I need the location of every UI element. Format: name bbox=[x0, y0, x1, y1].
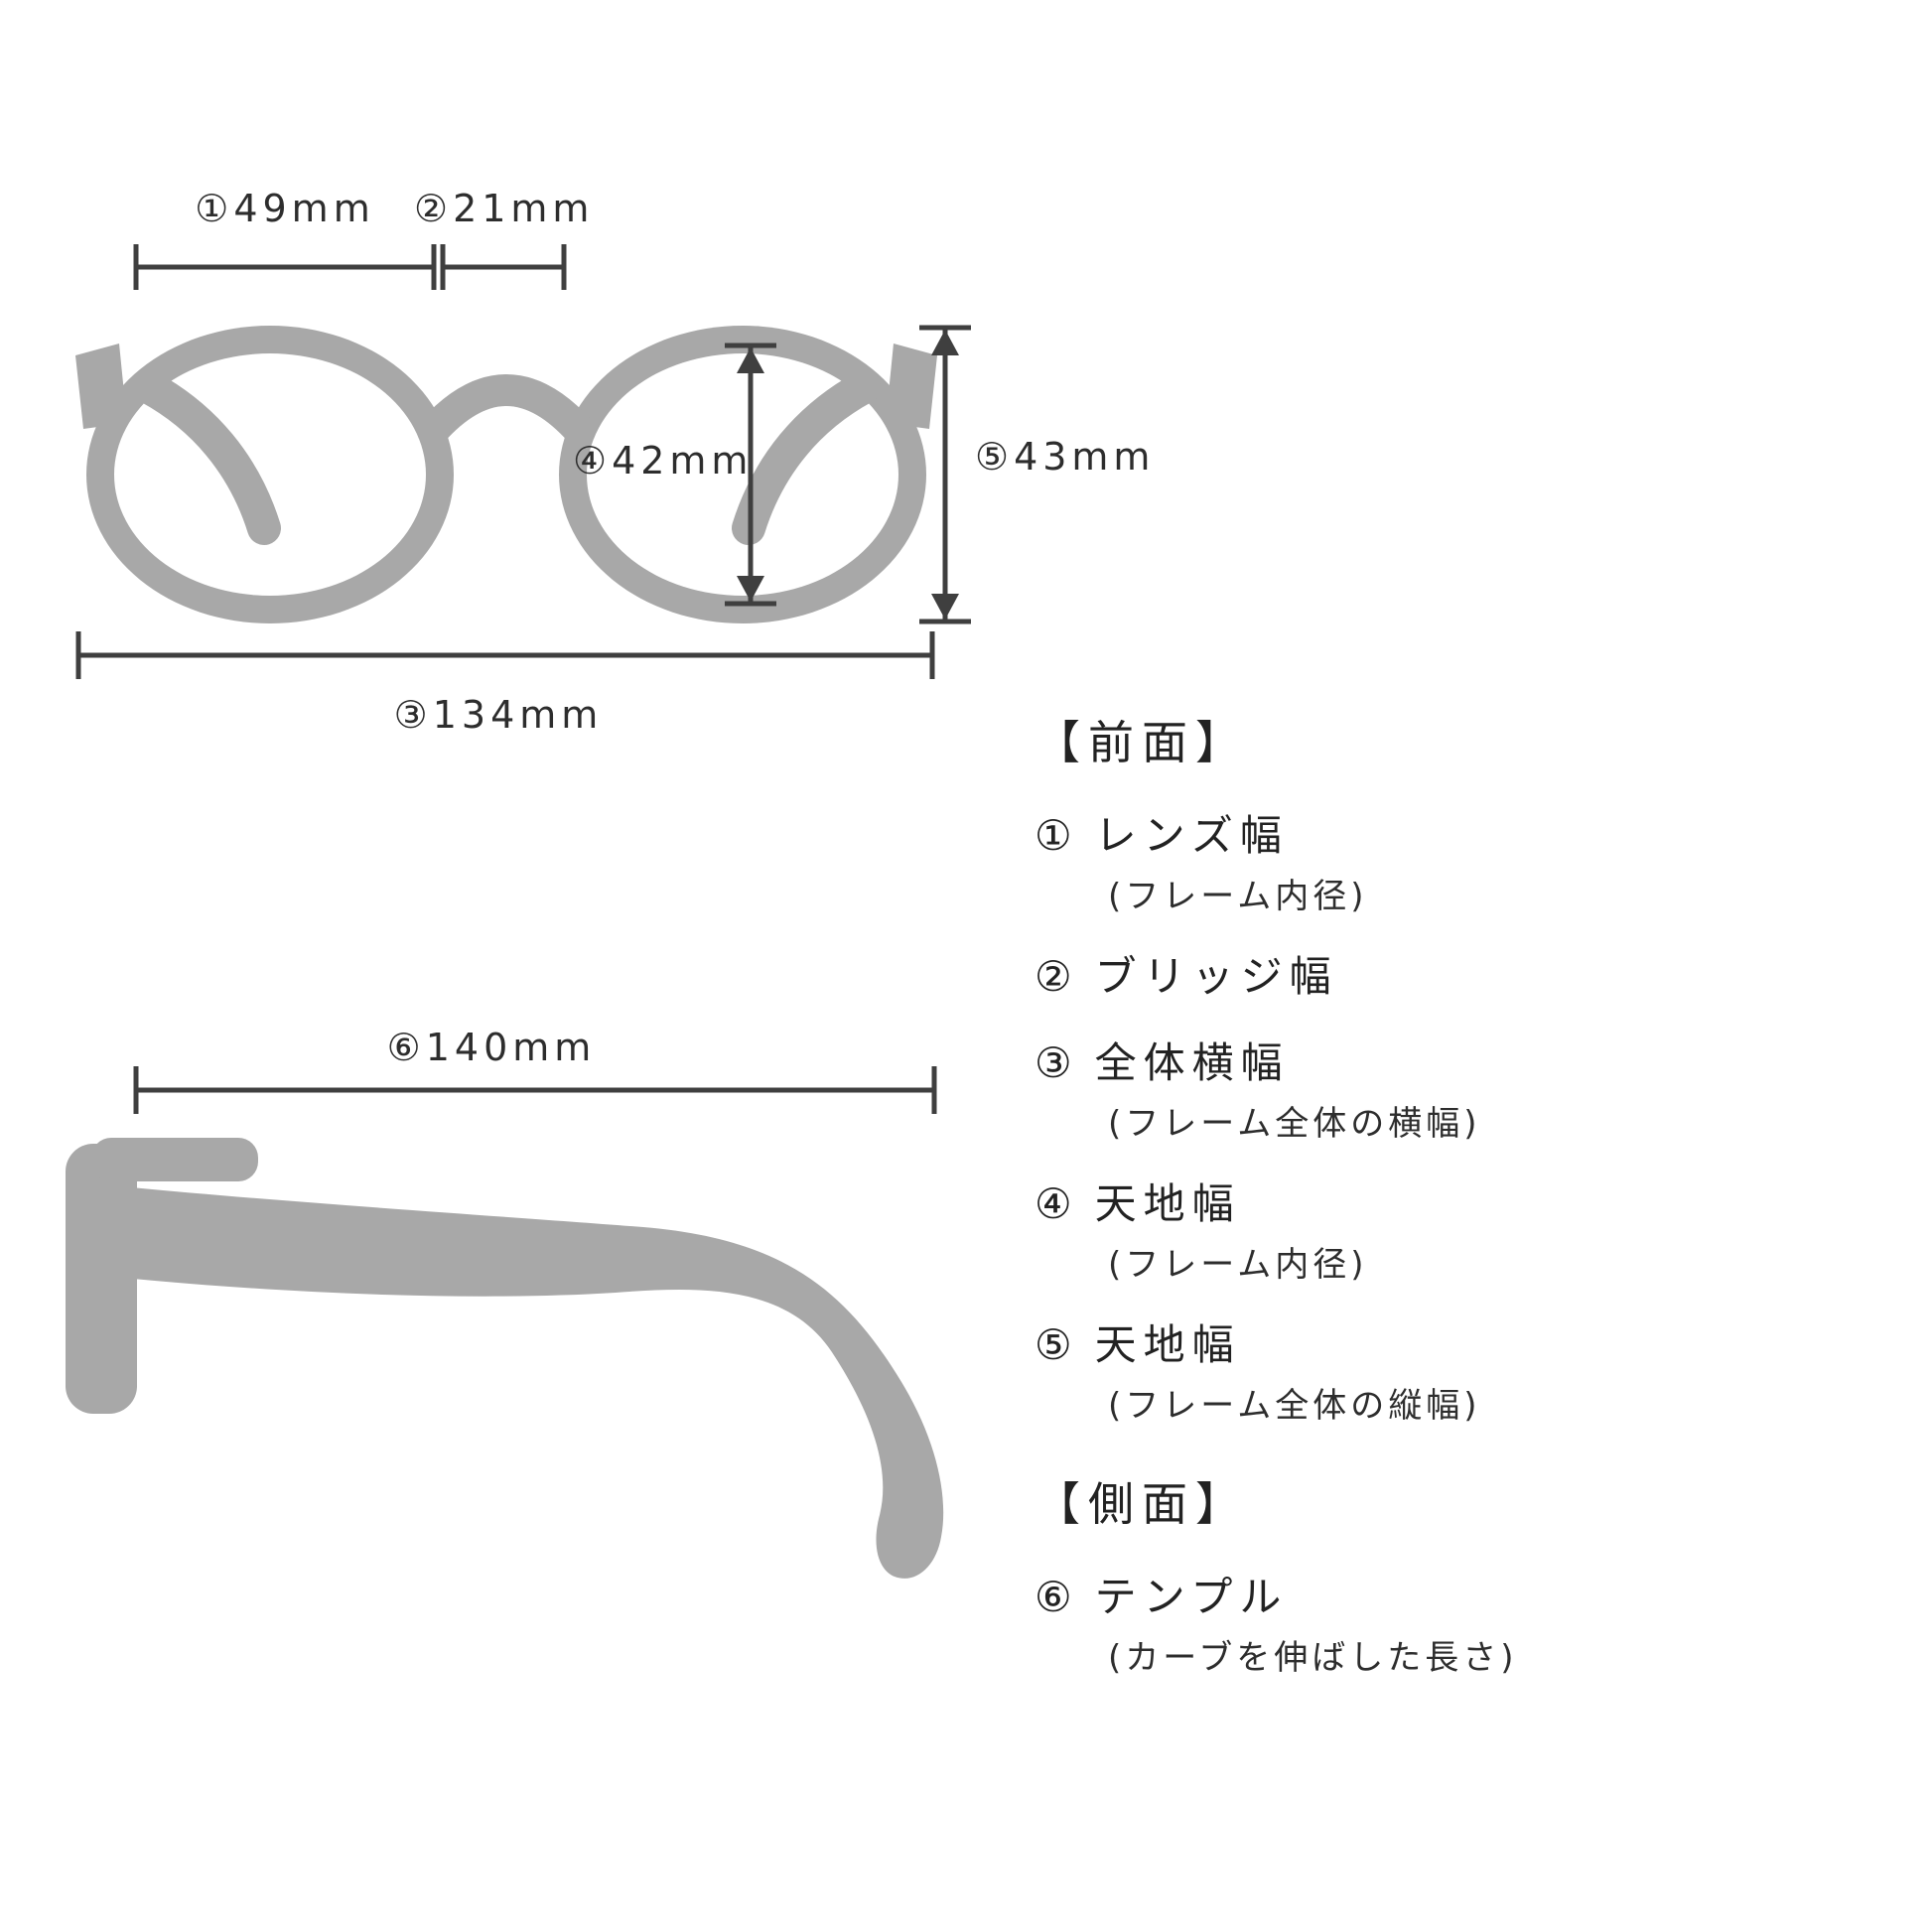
front-bridge bbox=[417, 374, 596, 447]
legend-item-temple-length: ⑥ テンプル (カーブを伸ばした長さ) bbox=[1035, 1564, 1908, 1679]
legend-item-label: 天地幅 bbox=[1094, 1320, 1241, 1369]
legend-item-bridge-width: ② ブリッジ幅 bbox=[1035, 943, 1908, 1004]
legend: 【前面】 ① レンズ幅 (フレーム内径) ② ブリッジ幅 ③ 全体横幅 (フレーム全体… bbox=[1035, 707, 1908, 1705]
legend-item-label: テンプル bbox=[1094, 1573, 1289, 1621]
side-front-rim bbox=[66, 1144, 137, 1414]
legend-item-number: ② bbox=[1035, 952, 1079, 1001]
legend-item-sub: (フレーム全体の縦幅) bbox=[1108, 1386, 1481, 1426]
legend-item-sub: (カーブを伸ばした長さ) bbox=[1108, 1638, 1518, 1678]
legend-item-number: ⑥ bbox=[1035, 1573, 1079, 1621]
legend-item-label: 全体横幅 bbox=[1094, 1038, 1290, 1087]
front-right-folded-temple bbox=[732, 370, 881, 545]
legend-item-lens-width: ① レンズ幅 (フレーム内径) bbox=[1035, 802, 1908, 917]
legend-item-number: ① bbox=[1035, 811, 1079, 860]
total-width-label: ③134mm bbox=[393, 693, 604, 737]
legend-item-label: ブリッジ幅 bbox=[1094, 952, 1338, 1001]
dimension-lines bbox=[75, 244, 971, 1114]
lens-width-label: ①49mm bbox=[195, 187, 375, 230]
legend-item-lens-height: ④ 天地幅 (フレーム内径) bbox=[1035, 1171, 1908, 1286]
legend-item-number: ④ bbox=[1035, 1179, 1079, 1228]
front-left-folded-temple bbox=[132, 370, 281, 545]
legend-item-label: レンズ幅 bbox=[1094, 811, 1289, 860]
legend-item-sub: (フレーム内径) bbox=[1108, 877, 1368, 916]
lens-height-label: ④42mm bbox=[573, 439, 754, 483]
legend-item-number: ⑤ bbox=[1035, 1320, 1079, 1369]
legend-item-total-width: ③ 全体横幅 (フレーム全体の横幅) bbox=[1035, 1030, 1908, 1145]
legend-item-frame-height: ⑤ 天地幅 (フレーム全体の縦幅) bbox=[1035, 1311, 1908, 1427]
frame-height-label: ⑤43mm bbox=[975, 435, 1156, 479]
bridge-width-label: ②21mm bbox=[414, 187, 595, 230]
legend-front-heading: 【前面】 bbox=[1035, 716, 1249, 769]
dim5-arrow-down bbox=[931, 594, 959, 620]
side-top-rim bbox=[91, 1138, 258, 1181]
legend-item-sub: (フレーム全体の横幅) bbox=[1108, 1104, 1481, 1144]
legend-item-number: ③ bbox=[1035, 1038, 1079, 1087]
legend-item-label: 天地幅 bbox=[1094, 1179, 1241, 1228]
temple-length-label: ⑥140mm bbox=[386, 1026, 597, 1069]
front-view-silhouette bbox=[75, 326, 937, 623]
legend-item-sub: (フレーム内径) bbox=[1108, 1245, 1368, 1285]
dim4-arrow-up bbox=[737, 347, 764, 373]
legend-side-heading: 【側面】 bbox=[1035, 1477, 1249, 1531]
dim4-arrow-down bbox=[737, 576, 764, 602]
side-view-silhouette bbox=[66, 1138, 944, 1579]
side-temple-arm bbox=[131, 1187, 944, 1579]
dim5-arrow-up bbox=[931, 330, 959, 355]
